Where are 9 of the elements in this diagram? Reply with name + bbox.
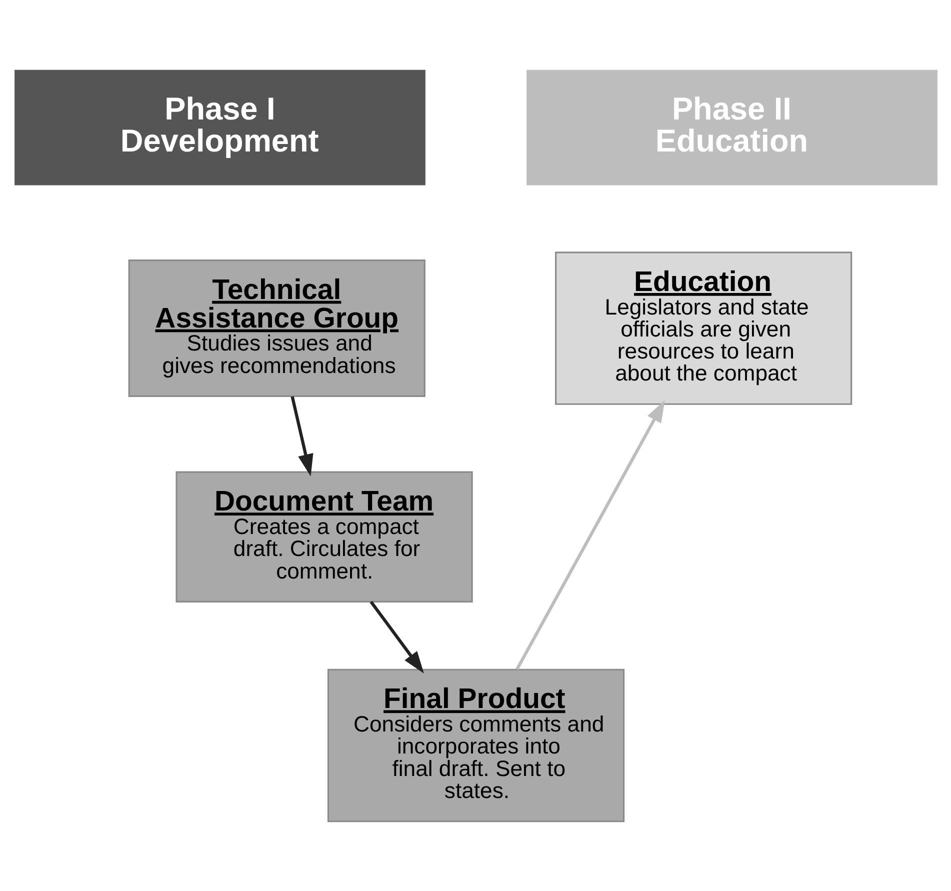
- node-box: Final Product Considers comments and incorporates into final draft. Sent to states.: [326, 668, 624, 822]
- arrow: [290, 396, 313, 476]
- node-box: Document Team Creates a compact draft. Circulates for comment.: [175, 470, 472, 602]
- arrow: [515, 400, 664, 670]
- node-box: Phase I Development: [14, 69, 425, 185]
- node-box: Phase II Education: [526, 69, 937, 185]
- node-box: Education Legislators and state officials are given resources to learn about the compact: [554, 251, 852, 404]
- node-box: Technical Assistance Group Studies issues and gives recommendations: [128, 259, 425, 397]
- arrow: [369, 600, 424, 673]
